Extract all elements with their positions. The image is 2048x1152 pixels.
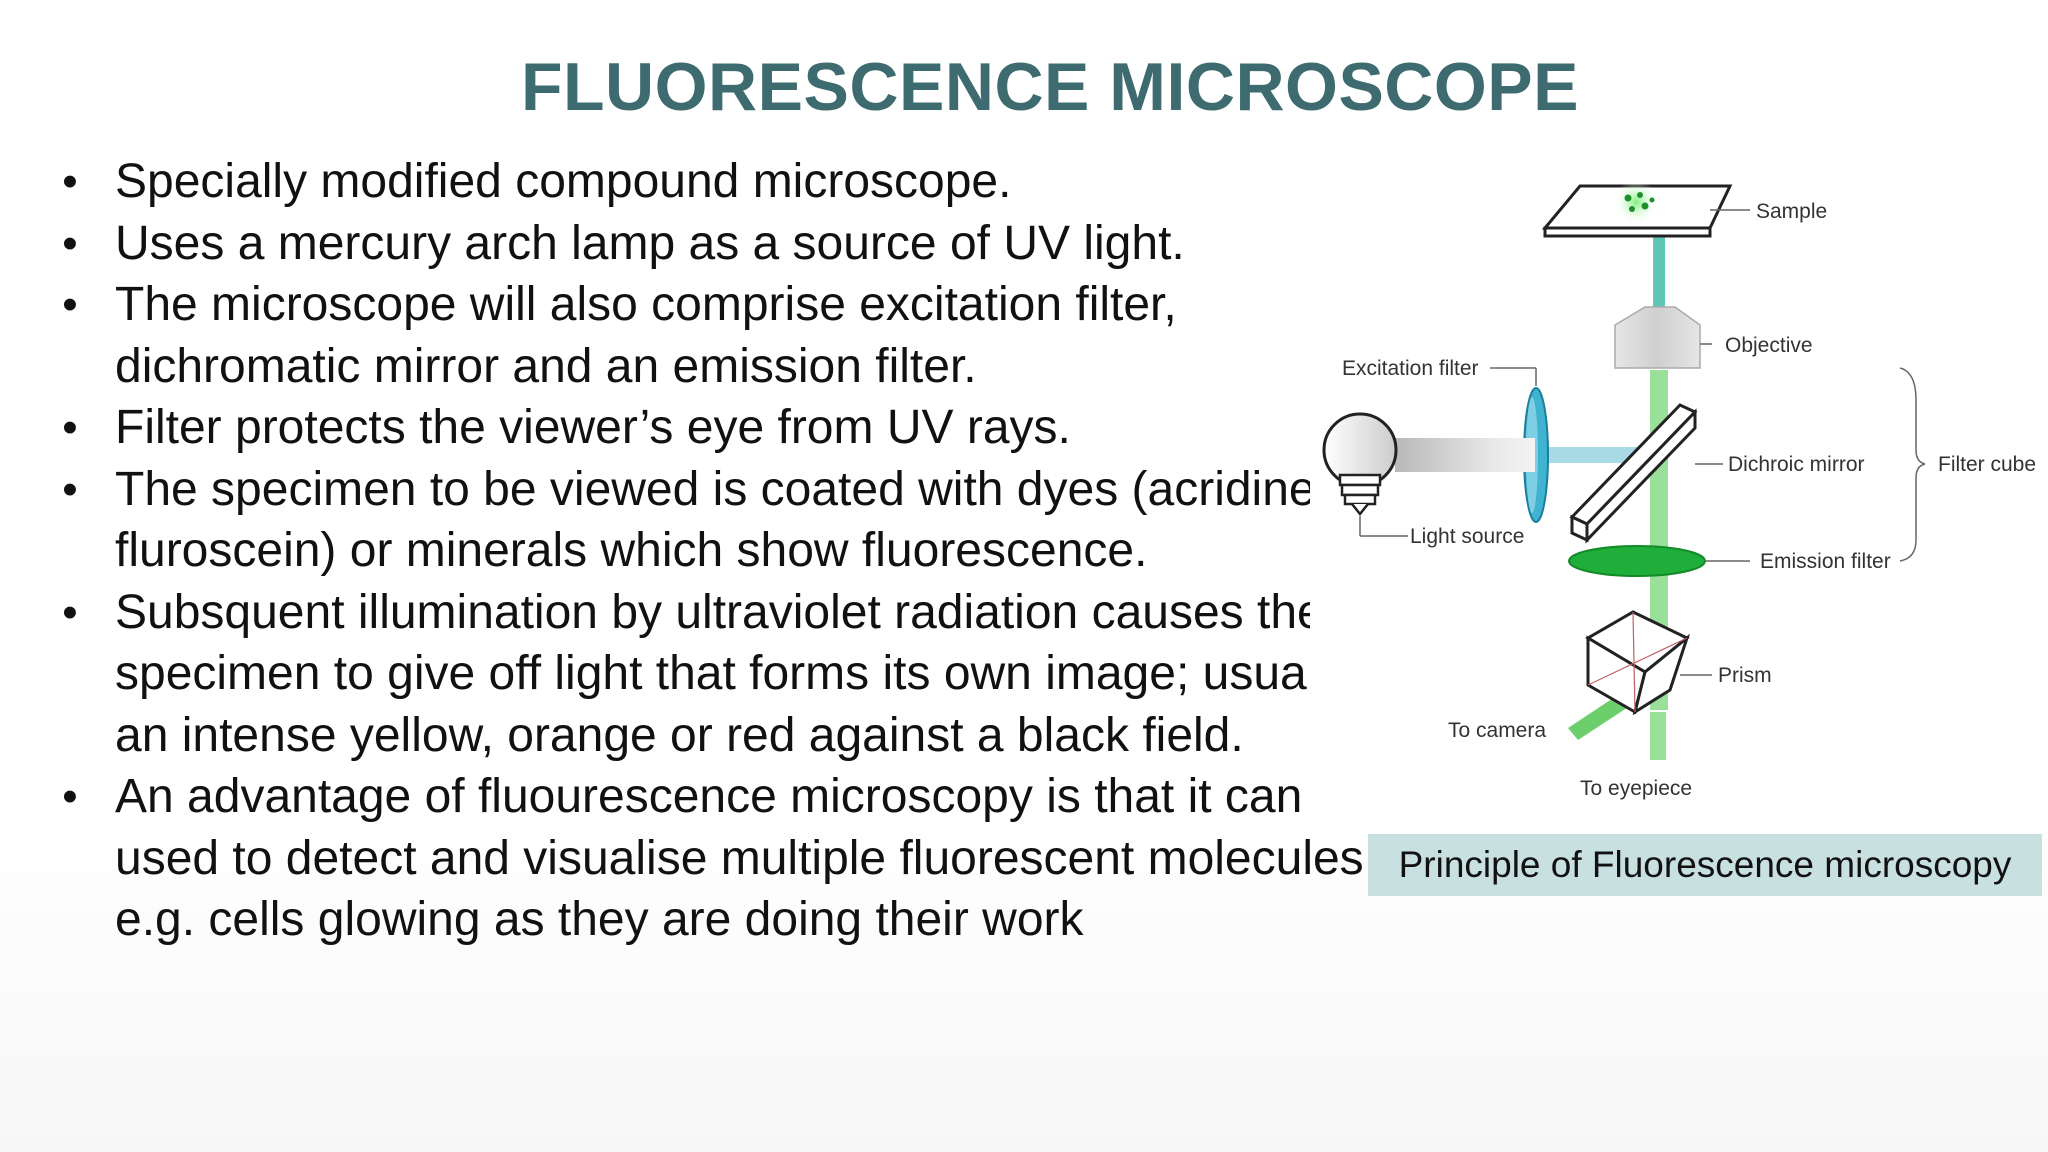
diagram-svg: Sample Objective Excitation filter Dichr…	[1322, 180, 2036, 800]
bullet-text: Filter protects the viewer’s eye from UV…	[115, 401, 1071, 454]
filter-cube-brace	[1899, 367, 1926, 562]
bullet-text: Specially modified compound microscope.	[115, 155, 1012, 208]
label-to-camera: To camera	[1448, 719, 1546, 742]
bullet-item: • The specimen to be viewed is coated wit…	[55, 459, 1395, 582]
label-excitation-filter: Excitation filter	[1342, 357, 1479, 380]
label-light-source: Light source	[1410, 525, 1524, 548]
bullet-text: Subsquent illumination by ultraviolet ra…	[115, 585, 1353, 762]
bullet-dot: •	[62, 218, 78, 268]
microscope-diagram: Sample Objective Excitation filter Dichr…	[1310, 150, 2048, 830]
bullet-dot: •	[62, 403, 78, 452]
bullet-dot: •	[62, 280, 78, 329]
label-objective: Objective	[1725, 334, 1813, 357]
bullet-text: The microscope will also comprise excita…	[115, 278, 1177, 393]
label-dichroic-mirror: Dichroic mirror	[1728, 453, 1865, 476]
bullet-text: The specimen to be viewed is coated with…	[115, 462, 1329, 578]
label-filter-cube: Filter cube	[1938, 453, 2036, 476]
emission-filter	[1568, 545, 1706, 577]
label-emission-filter: Emission filter	[1760, 550, 1891, 573]
slide-title: FLUORESCENCE MICROSCOPE	[520, 49, 1580, 125]
bullet-dot: •	[62, 772, 78, 821]
bullet-dot: •	[62, 464, 78, 514]
bullet-dot: •	[62, 587, 78, 637]
bullet-list: • Specially modified compound microscope.…	[55, 151, 1395, 951]
dichroic-mirror	[1569, 403, 1698, 526]
objective-lens	[1614, 306, 1701, 369]
bullet-item: • Uses a mercury arch lamp as a source of…	[55, 213, 1395, 275]
bullet-item: • Subsquent illumination by ultraviolet r…	[55, 582, 1395, 767]
bullet-text: Uses a mercury arch lamp as a source of …	[115, 216, 1185, 270]
sample-glow	[1614, 180, 1658, 224]
excitation-beam	[1535, 447, 1655, 463]
figure-caption: Principle of Fluorescence microscopy	[1368, 834, 2042, 896]
sample-slide-edge	[1543, 226, 1712, 238]
bullet-text: An advantage of fluourescence microscopy…	[115, 770, 1370, 946]
bullet-item: • Filter protects the viewer’s eye from U…	[55, 397, 1395, 459]
bullet-item: • The microscope will also comprise excit…	[55, 274, 1395, 397]
bullet-dot: •	[62, 157, 78, 206]
label-sample: Sample	[1756, 200, 1827, 223]
label-to-eyepiece: To eyepiece	[1580, 777, 1692, 800]
bullet-item: • An advantage of fluourescence microscop…	[55, 766, 1395, 951]
label-prism: Prism	[1718, 664, 1772, 687]
bullet-item: • Specially modified compound microscope.	[55, 151, 1395, 213]
lamp-beam	[1395, 438, 1535, 472]
